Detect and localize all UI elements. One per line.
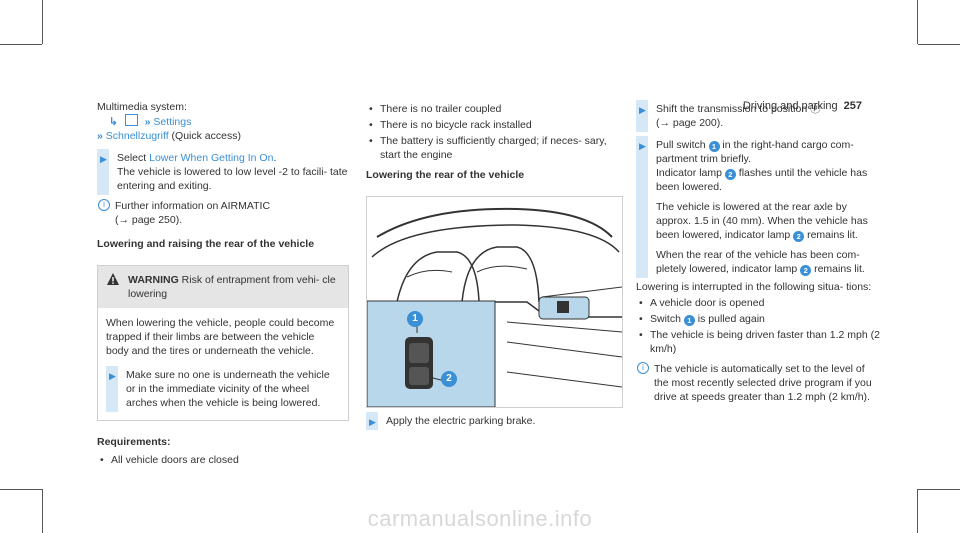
callout-2: 2 (441, 371, 457, 387)
column-3: ▶ Shift the transmission to position ⓟ (… (636, 100, 882, 404)
list-item-text: Switch (650, 313, 684, 325)
crop-mark (918, 489, 960, 490)
list-item: Switch 1 is pulled again (636, 312, 882, 326)
crop-mark (42, 489, 43, 533)
menu-path-title: Multimedia system: (97, 101, 187, 113)
warning-body: When lowering the vehicle, people could … (98, 308, 348, 420)
list-item: There is no trailer coupled (366, 102, 621, 116)
info-note: i The vehicle is automatically set to th… (636, 362, 882, 404)
badge-1: 1 (683, 315, 695, 326)
page-header: Driving and parking 257 (743, 100, 862, 112)
info-icon: i (637, 362, 649, 374)
section-heading: Lowering and raising the rear of the veh… (97, 238, 315, 250)
requirements-heading: Requirements: (97, 436, 171, 448)
note-text: The vehicle is automatically set to the … (654, 363, 872, 403)
warning-label: WARNING (128, 274, 179, 286)
badge-2: 2 (724, 169, 736, 180)
paragraph: remains lit. (811, 263, 865, 275)
crop-mark (917, 489, 918, 533)
warning-title: Risk of entrapment from vehi- cle loweri… (128, 274, 336, 300)
step-text: flashes until the vehicle has been lower… (656, 167, 868, 193)
crop-mark (42, 0, 43, 44)
warning-step-text: Make sure no one is underneath the vehic… (126, 369, 330, 409)
warning-header: WARNING Risk of entrapment from vehi- cl… (98, 266, 348, 308)
step-text: Shift the transmission to position ⓟ (656, 103, 821, 115)
paragraph: When the rear of the vehicle has been co… (656, 249, 860, 275)
list-item: The vehicle is being driven faster than … (636, 328, 882, 356)
warning-triangle-icon (107, 273, 119, 285)
step-description: The vehicle is lowered to low level -2 t… (117, 166, 348, 192)
badge-2: 2 (800, 265, 812, 276)
step-text: Apply the electric parking brake. (386, 415, 536, 427)
step-text: Pull switch (656, 139, 709, 151)
step-text: Indicator lamp (656, 167, 725, 179)
menu-path-line-2: » Schnellzugriff (Quick access) (97, 129, 349, 143)
menu-path-line-1: ↳ » Settings (97, 114, 349, 129)
step-shift-transmission: ▶ Shift the transmission to position ⓟ (… (636, 100, 882, 132)
column-2: There is no trailer coupled There is no … (366, 100, 621, 186)
menu-arrow-icon: ↳ (109, 116, 118, 128)
callout-1: 1 (407, 311, 423, 327)
info-note: i Further information on AIRMATIC (→ pag… (97, 199, 349, 227)
quick-access-suffix: (Quick access) (168, 130, 241, 142)
column-2-step: ▶ Apply the electric parking brake. (366, 412, 621, 430)
step-arrow-icon: ▶ (639, 141, 646, 151)
interrupt-list: A vehicle door is opened Switch 1 is pul… (636, 296, 882, 356)
double-chevron-icon: » (97, 130, 103, 142)
note-text: Further information on AIRMATIC (115, 200, 271, 212)
crop-mark (0, 489, 42, 490)
list-item-text: is pulled again (697, 313, 765, 325)
step-pull-switch: ▶ Pull switch 1 in the right-hand cargo … (636, 136, 882, 278)
lower-when-getting-in-link[interactable]: Lower When Getting In On (149, 152, 274, 164)
step-select-lowering: ▶ Select Lower When Getting In On. The v… (97, 149, 349, 195)
cargo-illustration (367, 197, 622, 407)
paragraph: remains lit. (804, 229, 858, 241)
list-item: The battery is sufficiently charged; if … (366, 134, 621, 162)
info-icon: i (98, 199, 110, 211)
step-text: in the right-hand cargo com- partment tr… (656, 139, 854, 165)
requirements-list: All vehicle doors are closed (97, 453, 349, 467)
crop-mark (918, 44, 960, 45)
list-item: A vehicle door is opened (636, 296, 882, 310)
step-arrow-icon: ▶ (109, 371, 116, 381)
list-item: There is no bicycle rack installed (366, 118, 621, 132)
step-prefix: Select (117, 152, 150, 164)
note-ref: (→ page 250). (115, 214, 183, 226)
warning-box: WARNING Risk of entrapment from vehi- cl… (97, 265, 349, 421)
home-icon (124, 114, 138, 126)
interrupt-text: Lowering is interrupted in the following… (636, 281, 872, 293)
badge-1: 1 (708, 141, 720, 152)
column-1: Multimedia system: ↳ » Settings » Schnel… (97, 100, 349, 469)
section-heading: Lowering the rear of the vehicle (366, 169, 525, 181)
page-number: 257 (843, 100, 862, 112)
crop-mark (917, 0, 918, 44)
section-title: Driving and parking (742, 100, 838, 112)
quick-access-link[interactable]: Schnellzugriff (105, 130, 169, 142)
step-parking-brake: ▶ Apply the electric parking brake. (366, 412, 621, 430)
requirements-list-continued: There is no trailer coupled There is no … (366, 102, 621, 162)
settings-link[interactable]: Settings (153, 116, 192, 128)
step-suffix: . (273, 152, 277, 164)
badge-2: 2 (793, 231, 805, 242)
cargo-compartment-figure: 1 2 (366, 196, 623, 408)
step-arrow-icon: ▶ (639, 105, 646, 115)
crop-mark (0, 44, 42, 45)
watermark: carmanualsonline.info (367, 506, 593, 531)
warning-text: When lowering the vehicle, people could … (106, 317, 335, 357)
step-arrow-icon: ▶ (100, 154, 107, 164)
paragraph: The vehicle is lowered at the rear axle … (656, 201, 868, 241)
double-chevron-icon: » (144, 116, 151, 128)
list-item: All vehicle doors are closed (97, 453, 349, 467)
warning-step: ▶ Make sure no one is underneath the veh… (106, 366, 340, 412)
step-arrow-icon: ▶ (369, 417, 376, 427)
step-ref: (→ page 200). (656, 117, 724, 129)
